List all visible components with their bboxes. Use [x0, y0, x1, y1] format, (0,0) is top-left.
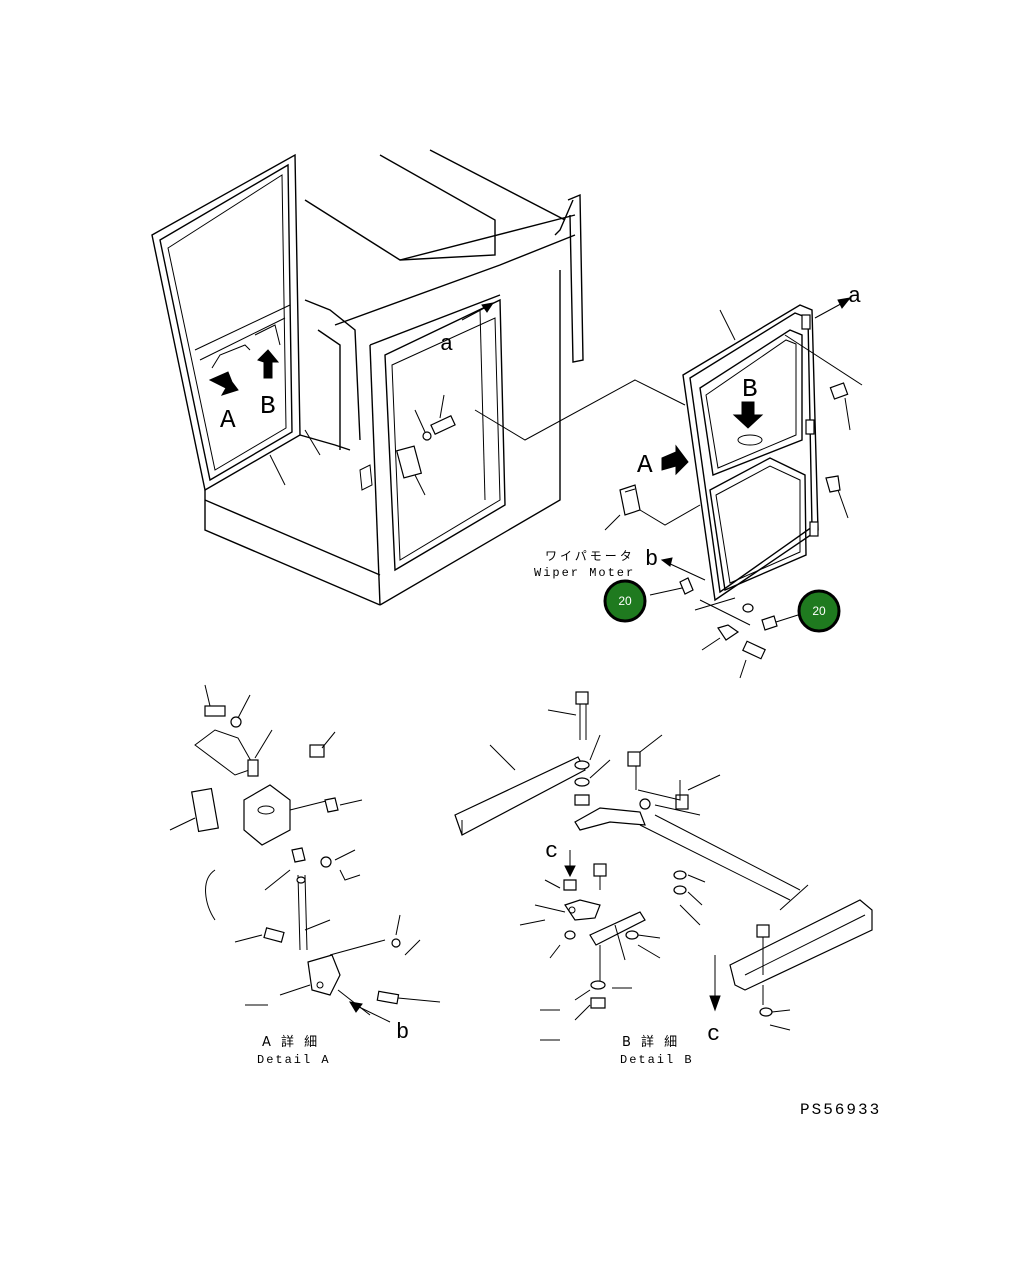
cab-body — [151, 149, 584, 606]
detail-b-en: Detail B — [620, 1053, 694, 1067]
callout-circle[interactable] — [797, 589, 841, 633]
detail-a-en: Detail A — [257, 1053, 331, 1067]
cab-arrows — [208, 324, 281, 396]
detail-a-jp: A 詳 細 — [262, 1034, 320, 1050]
detail-b — [454, 691, 873, 1041]
door-assembly — [604, 297, 863, 679]
label-B-cab: B — [260, 391, 276, 421]
wiper-motor-en: Wiper Moter — [534, 566, 635, 580]
label-b-top: b — [645, 547, 658, 572]
letter-labels: a a A B A B b b c c — [220, 284, 861, 1047]
wiper-motor-jp: ワイパモータ — [545, 549, 635, 563]
callout-circle[interactable] — [603, 579, 647, 623]
label-a-door: a — [440, 332, 453, 357]
label-B-door: B — [742, 374, 758, 404]
detail-b-jp: B 詳 細 — [622, 1034, 680, 1050]
label-c-right: c — [707, 1022, 720, 1047]
reference-code: PS56933 — [800, 1101, 881, 1119]
label-A-cab: A — [220, 405, 236, 435]
label-c-left: c — [545, 839, 558, 864]
callout-label: 20 — [618, 594, 632, 608]
label-A-door: A — [637, 450, 653, 480]
callout-bubble-left[interactable]: 20 — [603, 579, 647, 623]
detail-captions: A 詳 細 Detail A B 詳 細 Detail B — [257, 1034, 694, 1067]
callout-label: 20 — [812, 604, 826, 618]
label-a-top: a — [848, 284, 861, 309]
callout-bubble-right[interactable]: 20 — [797, 589, 841, 633]
label-b-detail: b — [396, 1020, 409, 1045]
leader-cab-to-door — [474, 379, 686, 441]
detail-a — [169, 684, 441, 1023]
wiper-motor-label: ワイパモータ Wiper Moter — [534, 549, 635, 580]
